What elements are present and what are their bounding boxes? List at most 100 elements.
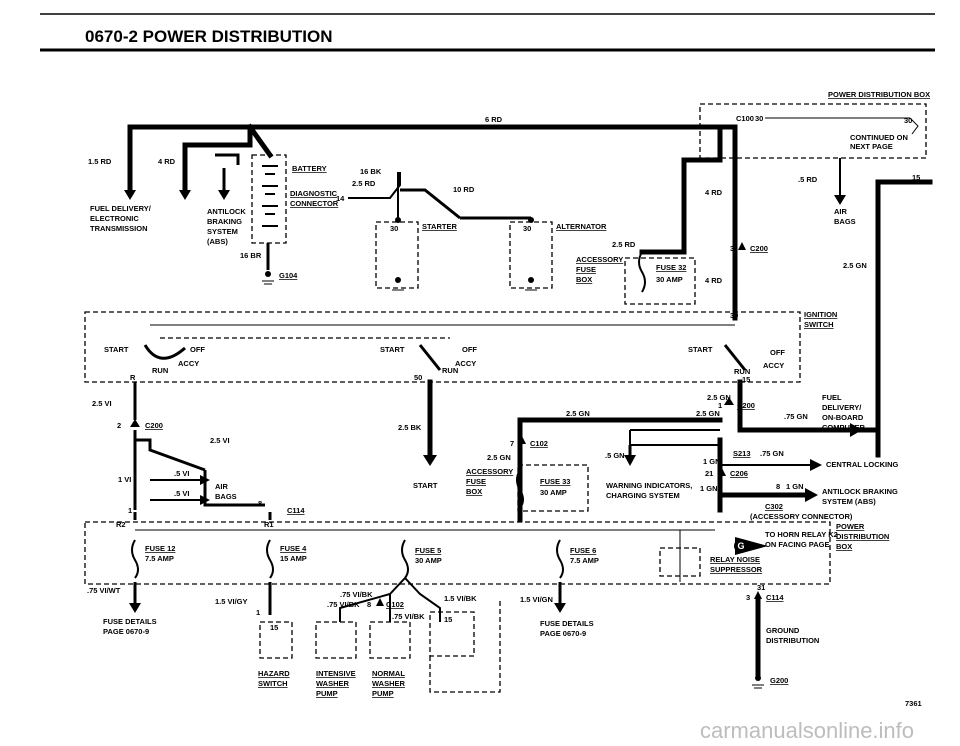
accessory-fuse-box-32: 2.5 RD ACCESSORY FUSE BOX FUSE 32 30 AMP… bbox=[576, 124, 723, 305]
svg-text:FUSE 12: FUSE 12 bbox=[145, 544, 175, 553]
svg-text:RUN: RUN bbox=[442, 366, 458, 375]
svg-text:15: 15 bbox=[912, 173, 920, 182]
svg-text:OFF: OFF bbox=[190, 345, 205, 354]
svg-text:15: 15 bbox=[742, 375, 750, 384]
svg-text:PAGE 0670-9: PAGE 0670-9 bbox=[540, 629, 586, 638]
circuit-75vi-wt: .75 VI/WT FUSE DETAILS PAGE 0670-9 bbox=[87, 582, 157, 636]
svg-text:WARNING INDICATORS,: WARNING INDICATORS, bbox=[606, 481, 692, 490]
svg-text:1.5 RD: 1.5 RD bbox=[88, 157, 112, 166]
svg-text:C200: C200 bbox=[145, 421, 163, 430]
ground-distribution: 31 3 C114 GROUND DISTRIBUTION G200 bbox=[746, 583, 819, 689]
svg-text:2.5 GN: 2.5 GN bbox=[707, 393, 731, 402]
warning-indicators: .5 GN WARNING INDICATORS, CHARGING SYSTE… bbox=[605, 429, 720, 500]
svg-text:15 AMP: 15 AMP bbox=[280, 554, 307, 563]
svg-text:ACCESSORY: ACCESSORY bbox=[576, 255, 623, 264]
svg-text:DIAGNOSTIC: DIAGNOSTIC bbox=[290, 189, 338, 198]
svg-text:BOX: BOX bbox=[836, 542, 852, 551]
svg-text:4 RD: 4 RD bbox=[705, 276, 723, 285]
starter: 30 STARTER bbox=[375, 172, 457, 291]
svg-text:WASHER: WASHER bbox=[316, 679, 350, 688]
svg-text:R: R bbox=[130, 373, 136, 382]
svg-text:SWITCH: SWITCH bbox=[258, 679, 288, 688]
svg-text:C200: C200 bbox=[737, 401, 755, 410]
svg-text:30: 30 bbox=[904, 116, 912, 125]
svg-text:FUSE: FUSE bbox=[466, 477, 486, 486]
antilock-braking-system-left: ANTILOCK BRAKING SYSTEM (ABS) bbox=[179, 153, 246, 246]
watermark: carmanualsonline.info bbox=[700, 718, 914, 743]
svg-text:15: 15 bbox=[444, 615, 452, 624]
svg-text:TO HORN RELAY K2: TO HORN RELAY K2 bbox=[765, 530, 838, 539]
svg-text:C206: C206 bbox=[730, 469, 748, 478]
air-bags-top: .5 RD AIR BAGS 15 2.5 GN bbox=[798, 158, 933, 458]
svg-text:G: G bbox=[737, 541, 744, 551]
svg-text:16 BR: 16 BR bbox=[240, 251, 262, 260]
svg-text:30: 30 bbox=[730, 311, 738, 320]
svg-text:BRAKING: BRAKING bbox=[207, 217, 242, 226]
accessory-fuse-box-33: 7 C102 2.5 GN ACCESSORY FUSE BOX FUSE 33… bbox=[466, 436, 589, 523]
svg-text:1 GN: 1 GN bbox=[703, 457, 721, 466]
svg-text:C102: C102 bbox=[386, 600, 404, 609]
svg-text:7: 7 bbox=[510, 439, 514, 448]
svg-text:S213: S213 bbox=[733, 449, 751, 458]
svg-text:21: 21 bbox=[705, 469, 713, 478]
svg-text:C114: C114 bbox=[287, 506, 305, 515]
svg-text:8: 8 bbox=[776, 482, 780, 491]
svg-text:START: START bbox=[104, 345, 129, 354]
svg-text:DISTRIBUTION: DISTRIBUTION bbox=[836, 532, 889, 541]
svg-text:30 AMP: 30 AMP bbox=[656, 275, 683, 284]
svg-text:.5 VI: .5 VI bbox=[174, 489, 189, 498]
svg-text:2.5 RD: 2.5 RD bbox=[612, 240, 636, 249]
connector-c200-top: 3 C200 bbox=[730, 242, 768, 253]
svg-text:C100: C100 bbox=[736, 114, 754, 123]
ignition-switch: 30 IGNITION SWITCH START OFF ACCY RUN R … bbox=[84, 310, 837, 384]
svg-text:14: 14 bbox=[336, 194, 345, 203]
svg-text:.75 GN: .75 GN bbox=[760, 449, 784, 458]
svg-text:2.5 VI: 2.5 VI bbox=[92, 399, 112, 408]
ground-g104: G104 bbox=[262, 271, 298, 285]
svg-text:FUSE: FUSE bbox=[576, 265, 596, 274]
start-circuit-25bk: 2.5 BK START bbox=[398, 379, 438, 490]
svg-text:.75 VI/BK: .75 VI/BK bbox=[340, 590, 373, 599]
svg-text:ON-BOARD: ON-BOARD bbox=[822, 413, 864, 422]
svg-text:2.5 GN: 2.5 GN bbox=[843, 261, 867, 270]
svg-text:RUN: RUN bbox=[152, 366, 168, 375]
svg-text:1.5 VI/BK: 1.5 VI/BK bbox=[444, 594, 477, 603]
svg-text:CENTRAL LOCKING: CENTRAL LOCKING bbox=[826, 460, 899, 469]
svg-text:10 RD: 10 RD bbox=[453, 185, 475, 194]
fuse-12: FUSE 12 7.5 AMP bbox=[131, 539, 175, 579]
svg-text:(ABS): (ABS) bbox=[207, 237, 228, 246]
svg-text:PUMP: PUMP bbox=[316, 689, 338, 698]
svg-text:ACCY: ACCY bbox=[178, 359, 199, 368]
svg-text:DELIVERY/: DELIVERY/ bbox=[822, 403, 862, 412]
hazard-and-washer-circuits: 1.5 VI/GY 1 15 HAZARD SWITCH .75 VI/BK .… bbox=[215, 577, 501, 698]
svg-text:FUSE 33: FUSE 33 bbox=[540, 477, 570, 486]
ignition-switch-contact-3: START OFF ACCY RUN 15 bbox=[688, 344, 785, 384]
svg-text:COMPUTER: COMPUTER bbox=[822, 423, 866, 432]
fuse-5: FUSE 5 30 AMP bbox=[401, 539, 442, 579]
svg-text:2.5 GN: 2.5 GN bbox=[487, 453, 511, 462]
horn-relay-ref: G TO HORN RELAY K2 ON FACING PAGE bbox=[734, 530, 838, 555]
diagnostic-connector: DIAGNOSTIC CONNECTOR 14 16 BK 2.5 RD 10 … bbox=[290, 167, 475, 220]
svg-text:ANTILOCK: ANTILOCK bbox=[207, 207, 246, 216]
svg-text:START: START bbox=[688, 345, 713, 354]
svg-text:BAGS: BAGS bbox=[834, 217, 856, 226]
svg-text:7.5 AMP: 7.5 AMP bbox=[145, 554, 174, 563]
svg-text:6 RD: 6 RD bbox=[485, 115, 503, 124]
svg-text:.75 VI/BK: .75 VI/BK bbox=[327, 600, 360, 609]
svg-text:2.5 VI: 2.5 VI bbox=[210, 436, 230, 445]
svg-text:30: 30 bbox=[523, 224, 531, 233]
svg-text:SUPPRESSOR: SUPPRESSOR bbox=[710, 565, 763, 574]
svg-text:R1: R1 bbox=[264, 520, 274, 529]
svg-text:30 AMP: 30 AMP bbox=[540, 488, 567, 497]
svg-text:SWITCH: SWITCH bbox=[804, 320, 834, 329]
circuit-25vi: 2.5 VI 2 C200 2.5 VI 1 VI .5 VI .5 VI AI… bbox=[92, 382, 305, 515]
run-circuit-25gn: 2.5 GN 2.5 GN 2.5 GN 1 C200 .75 GN FUEL … bbox=[517, 379, 878, 448]
fuse-4: FUSE 4 15 AMP bbox=[266, 539, 307, 579]
power-distribution-box-bottom: R2 R1 POWER DISTRIBUTION BOX FUSE 12 7.5… bbox=[84, 512, 889, 585]
svg-text:R2: R2 bbox=[116, 520, 126, 529]
svg-text:NORMAL: NORMAL bbox=[372, 669, 405, 678]
svg-text:START: START bbox=[380, 345, 405, 354]
svg-text:CONNECTOR: CONNECTOR bbox=[290, 199, 339, 208]
svg-text:FUEL: FUEL bbox=[822, 393, 842, 402]
